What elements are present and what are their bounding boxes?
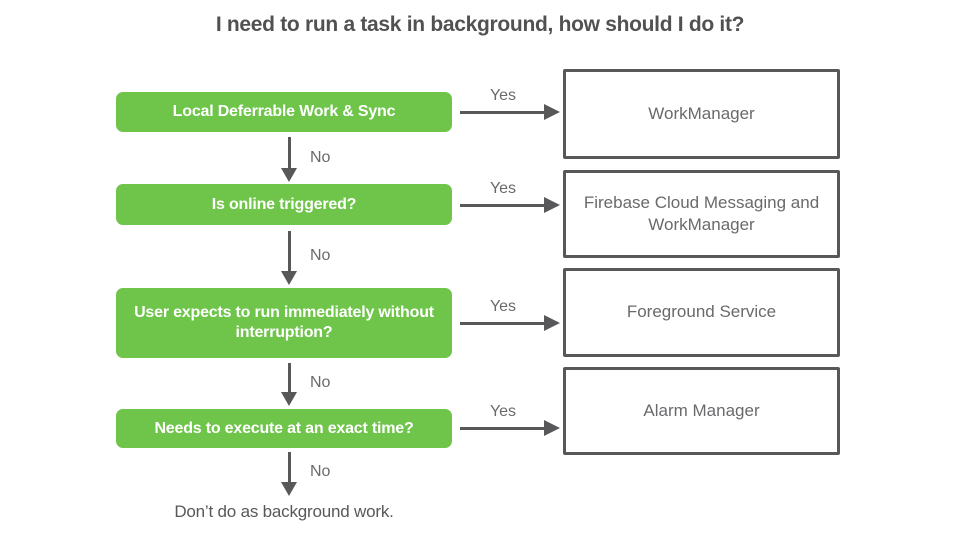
arrow-line bbox=[287, 363, 291, 394]
question-node-online-triggered: Is online triggered? bbox=[116, 184, 452, 225]
arrow-line bbox=[460, 426, 546, 430]
arrow-down-icon bbox=[281, 168, 297, 182]
yes-label: Yes bbox=[489, 403, 517, 420]
arrow-down-icon bbox=[281, 482, 297, 496]
question-node-local-deferrable-work: Local Deferrable Work & Sync bbox=[116, 92, 452, 132]
answer-label: WorkManager bbox=[648, 103, 755, 123]
answer-node-fcm-workmanager: Firebase Cloud Messaging and WorkManager bbox=[563, 170, 840, 258]
yes-label: Yes bbox=[489, 180, 517, 197]
yes-label: Yes bbox=[489, 87, 517, 104]
arrow-down-icon bbox=[281, 271, 297, 285]
question-node-exact-time: Needs to execute at an exact time? bbox=[116, 409, 452, 448]
answer-node-workmanager: WorkManager bbox=[563, 69, 840, 159]
arrow-line bbox=[460, 321, 546, 325]
arrow-line bbox=[460, 203, 546, 207]
arrow-right-icon bbox=[544, 197, 560, 213]
yes-label: Yes bbox=[489, 298, 517, 315]
answer-node-foreground-service: Foreground Service bbox=[563, 268, 840, 357]
no-label: No bbox=[310, 462, 331, 480]
question-label: Local Deferrable Work & Sync bbox=[172, 103, 396, 120]
page-title: I need to run a task in background, how … bbox=[215, 13, 745, 36]
no-arrow-row2: No bbox=[280, 231, 330, 285]
arrow-line bbox=[287, 231, 291, 273]
answer-label: Alarm Manager bbox=[643, 400, 760, 420]
no-arrow-row1: No bbox=[280, 137, 330, 182]
answer-label: Firebase Cloud Messaging and WorkManager bbox=[583, 192, 820, 234]
arrow-line bbox=[287, 452, 291, 484]
question-label: User expects to run immediately without … bbox=[134, 304, 434, 341]
no-label: No bbox=[310, 148, 331, 166]
arrow-right-icon bbox=[544, 315, 560, 331]
no-arrow-row4: No bbox=[280, 452, 330, 496]
answer-label: Foreground Service bbox=[626, 302, 777, 322]
arrow-right-icon bbox=[544, 104, 560, 120]
arrow-line bbox=[460, 110, 546, 114]
question-label: Needs to execute at an exact time? bbox=[154, 419, 414, 437]
arrow-down-icon bbox=[281, 392, 297, 406]
no-label: No bbox=[310, 373, 331, 391]
question-node-run-immediately: User expects to run immediately without … bbox=[116, 288, 452, 358]
no-label: No bbox=[310, 246, 331, 264]
no-arrow-row3: No bbox=[280, 363, 330, 406]
arrow-right-icon bbox=[544, 420, 560, 436]
arrow-line bbox=[287, 137, 291, 170]
answer-node-alarm-manager: Alarm Manager bbox=[563, 367, 840, 455]
question-label: Is online triggered? bbox=[211, 195, 357, 213]
terminal-text: Don’t do as background work. bbox=[174, 502, 394, 521]
